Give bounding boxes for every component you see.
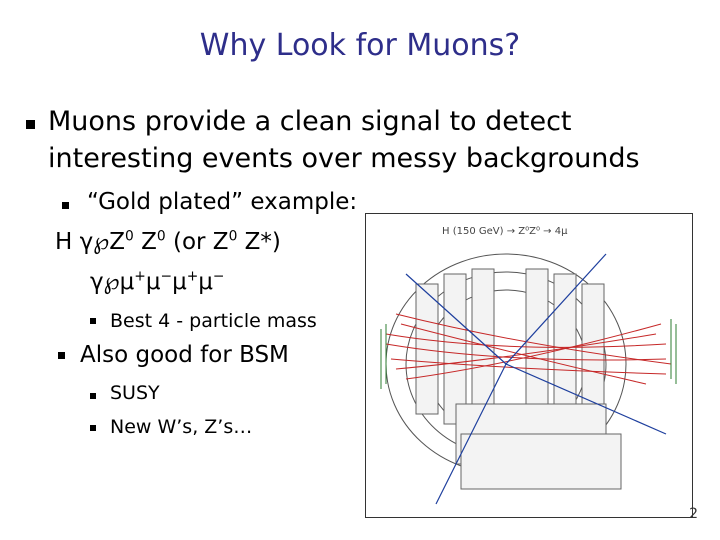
sub-sub-bullet-marker (90, 393, 96, 399)
slide-title: Why Look for Muons? (199, 28, 521, 63)
eq1-arrow: γ℘ (79, 229, 110, 255)
eq2-plus2: + (186, 268, 199, 285)
bullet-text-line2: interesting events over messy background… (48, 143, 640, 174)
eq2-arrow: γ℘ (90, 269, 120, 295)
muon-chambers (415, 268, 622, 490)
gold-plated-label: “Gold plated” example: (87, 189, 358, 215)
sub-bullet-marker (62, 202, 69, 209)
detector-event-illustration (380, 253, 677, 505)
eq1-mid: Z (133, 229, 157, 255)
eq2-minus1: − (160, 268, 173, 285)
eq2-plus1: + (134, 268, 146, 285)
susy-text: SUSY (110, 382, 160, 404)
best-mass-text: Best 4 - particle mass (110, 310, 317, 332)
eq1-sup1: 0 (125, 228, 134, 245)
sub-bullet-marker (58, 352, 65, 359)
red-tracks (385, 313, 672, 385)
eq2-mu3: μ (172, 269, 187, 295)
eq2-mu2: μ (145, 269, 161, 295)
event-display-figure: H (150 GeV) → Z⁰Z⁰ → 4μ (365, 213, 693, 518)
decay-equation-2: γ℘μ+μ−μ+μ− (90, 268, 224, 296)
blue-tracks (405, 253, 667, 505)
eq1-tail2: Z*) (237, 229, 281, 255)
bullet-text-line1: Muons provide a clean signal to detect (48, 106, 572, 137)
eq2-mu4: μ (198, 269, 213, 295)
eq2-mu1: μ (119, 269, 135, 295)
eq1-sup2: 0 (156, 228, 166, 245)
decay-equation-1: H γ℘Z0 Z0 (or Z0 Z*) (55, 228, 281, 256)
new-wz-text: New W’s, Z’s… (110, 416, 253, 438)
eq1-prefix: H (55, 229, 80, 255)
eq2-minus2: − (212, 268, 225, 285)
bullet-marker (26, 120, 35, 129)
eq1-z: Z (109, 229, 126, 255)
eq1-tail1: (or Z (165, 229, 229, 255)
green-hits (380, 319, 677, 389)
eq1-sup3: 0 (228, 228, 238, 245)
bsm-text: Also good for BSM (80, 342, 289, 368)
figure-caption: H (150 GeV) → Z⁰Z⁰ → 4μ (442, 226, 568, 237)
sub-sub-bullet-marker (90, 318, 96, 324)
page-number: 2 (689, 506, 698, 522)
sub-sub-bullet-marker (90, 425, 96, 431)
